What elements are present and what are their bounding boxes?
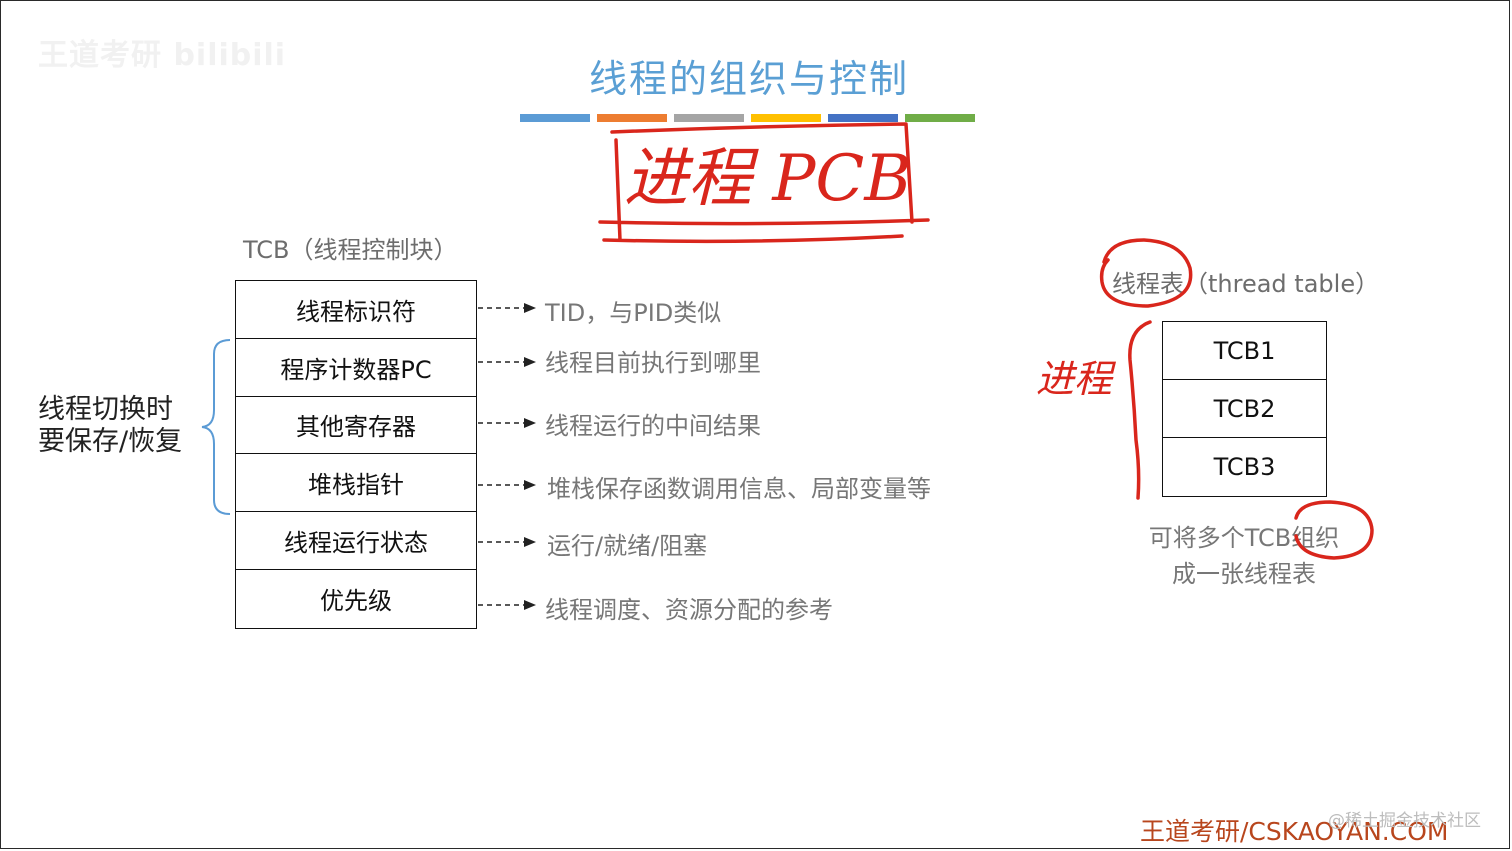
color-segment-6 <box>905 114 975 122</box>
thread-table: TCB1 TCB2 TCB3 <box>1162 321 1327 497</box>
thread-table-note-line-2: 成一张线程表 <box>1172 560 1316 588</box>
juejin-watermark: @稀土掘金技术社区 <box>1328 811 1481 831</box>
tcb-row-program-counter: 程序计数器PC <box>236 339 476 397</box>
thread-table-caption-en: （thread table） <box>1184 270 1380 298</box>
switch-note-line-1: 线程切换时 <box>38 394 173 425</box>
tcb-row-other-registers: 其他寄存器 <box>236 397 476 455</box>
thread-table-row-tcb1: TCB1 <box>1163 322 1326 380</box>
arrow-icon <box>478 600 536 610</box>
thread-table-caption-cn: 线程表 <box>1112 270 1184 298</box>
color-segment-5 <box>828 114 898 122</box>
tcb-desc-other-registers: 线程运行的中间结果 <box>545 412 761 440</box>
tcb-row-stack-pointer: 堆栈指针 <box>236 454 476 513</box>
thread-table-row-tcb2: TCB2 <box>1163 380 1326 438</box>
color-segment-3 <box>674 114 744 122</box>
arrow-icon <box>478 418 536 428</box>
arrow-icon <box>478 357 536 367</box>
color-segment-2 <box>597 114 667 122</box>
thread-table-note: 可将多个TCB组织 成一张线程表 <box>1120 520 1368 592</box>
tcb-table: 线程标识符 程序计数器PC 其他寄存器 堆栈指针 线程运行状态 优先级 <box>235 280 477 629</box>
tcb-row-thread-state: 线程运行状态 <box>236 512 476 570</box>
switch-save-note: 线程切换时 要保存/恢复 <box>38 394 182 458</box>
tcb-row-thread-id: 线程标识符 <box>236 281 476 339</box>
tcb-desc-stack-pointer: 堆栈保存函数调用信息、局部变量等 <box>547 475 931 503</box>
color-segment-4 <box>751 114 821 122</box>
thread-table-row-tcb3: TCB3 <box>1213 453 1276 481</box>
thread-table-caption: 线程表（thread table） <box>1112 264 1379 299</box>
slide-title: 线程的组织与控制 <box>588 57 909 101</box>
tcb-row-priority: 优先级 <box>320 587 392 616</box>
bilibili-logo-watermark: 王道考研 bilibili <box>38 38 287 73</box>
arrow-icon <box>478 480 536 490</box>
tcb-desc-thread-id: TID，与PID类似 <box>545 299 722 327</box>
tcb-desc-priority: 线程调度、资源分配的参考 <box>545 596 833 624</box>
tcb-caption: TCB（线程控制块） <box>243 236 458 264</box>
brand-footer: 王道考研/CSKAOYAN.COM <box>1140 817 1449 846</box>
tcb-desc-program-counter: 线程目前执行到哪里 <box>545 349 761 377</box>
arrow-icon <box>478 303 536 313</box>
thread-table-note-line-1: 可将多个TCB组织 <box>1148 524 1340 552</box>
title-color-bar <box>520 114 975 122</box>
switch-note-line-2: 要保存/恢复 <box>38 426 183 457</box>
arrow-icon <box>478 537 536 547</box>
curly-brace-icon <box>201 339 231 515</box>
color-segment-1 <box>520 114 590 122</box>
tcb-desc-thread-state: 运行/就绪/阻塞 <box>547 532 708 560</box>
